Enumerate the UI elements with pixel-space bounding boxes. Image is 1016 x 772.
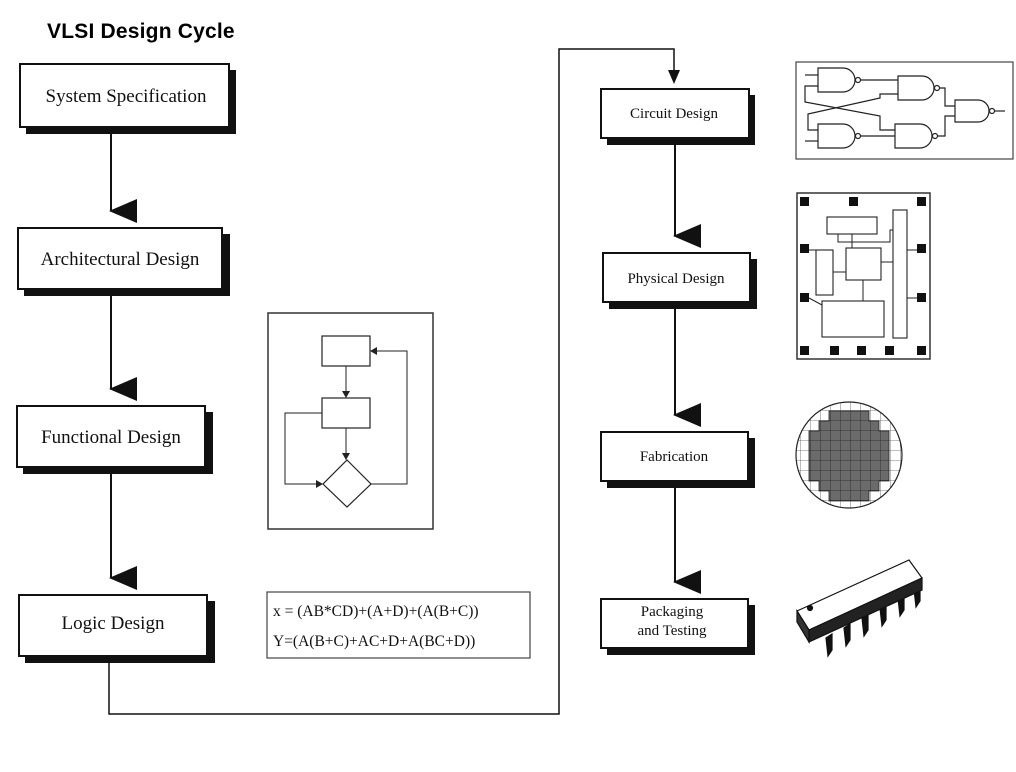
stage-logic-design: Logic Design xyxy=(18,594,215,663)
stage-label-line-1: Packaging xyxy=(641,604,704,620)
chip-layout-icon xyxy=(796,192,931,360)
stage-label-line-2: and Testing xyxy=(637,623,707,639)
arrowhead-circuit xyxy=(668,70,680,84)
logic-equations: x = (AB*CD)+(A+D)+(A(B+C)) Y=(A(B+C)+AC+… xyxy=(266,591,531,659)
stage-label: Architectural Design xyxy=(41,249,200,270)
stage-label: Logic Design xyxy=(62,613,165,634)
stage-label: Circuit Design xyxy=(630,106,718,122)
stage-label: Fabrication xyxy=(640,449,709,465)
flowchart-icon xyxy=(267,312,434,530)
stage-fabrication: Fabrication xyxy=(600,431,755,488)
equation-x: x = (AB*CD)+(A+D)+(A(B+C)) xyxy=(273,603,479,620)
equation-y: Y=(A(B+C)+AC+D+A(BC+D)) xyxy=(273,633,475,650)
dip-package-icon xyxy=(796,559,923,658)
connector-logic-to-circuit xyxy=(108,48,675,715)
stage-circuit-design: Circuit Design xyxy=(600,88,755,145)
stage-label: Physical Design xyxy=(627,271,725,287)
diagram-title: VLSI Design Cycle xyxy=(47,20,235,43)
logic-gate-schematic-icon xyxy=(795,61,1014,160)
wafer-icon xyxy=(795,401,903,509)
stage-packaging-and-testing: Packaging and Testing xyxy=(600,598,755,655)
stage-label: Functional Design xyxy=(41,427,181,448)
stage-label: System Specification xyxy=(46,86,207,107)
stage-system-specification: System Specification xyxy=(19,63,236,134)
stage-functional-design: Functional Design xyxy=(16,405,213,474)
stage-architectural-design: Architectural Design xyxy=(17,227,230,296)
stage-physical-design: Physical Design xyxy=(602,252,757,309)
